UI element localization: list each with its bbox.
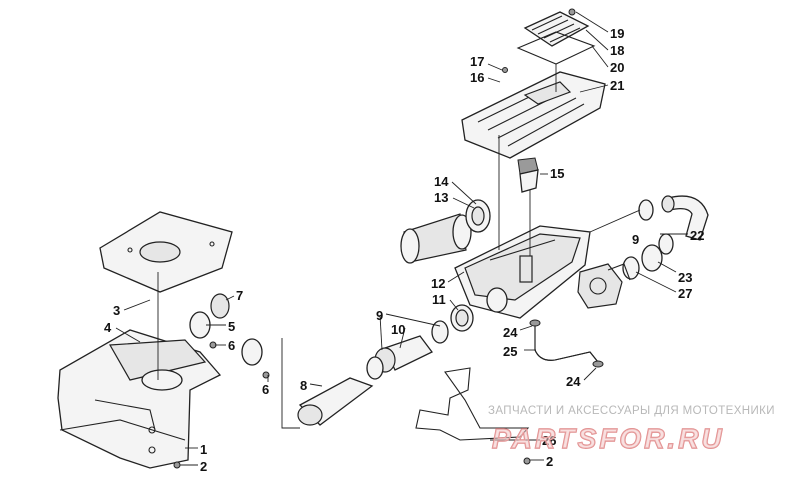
part-26-bracket — [415, 367, 530, 441]
svg-text:PARTSFOR.RU: PARTSFOR.RU — [492, 423, 725, 454]
callout-22: 22 — [690, 228, 704, 243]
part-16-17-fasteners — [502, 67, 508, 73]
part-6-screws — [209, 341, 270, 379]
callout-23: 23 — [678, 270, 692, 285]
part-19-screw — [568, 8, 576, 16]
callout-8: 8 — [300, 378, 307, 393]
callout-19: 19 — [610, 26, 624, 41]
part-27-clamp — [622, 233, 674, 280]
part-9-right-clamp — [638, 199, 654, 221]
callout-25: 25 — [503, 344, 517, 359]
callout-13: 13 — [434, 190, 448, 205]
callout-26: 26 — [542, 433, 556, 448]
callout-18: 18 — [610, 43, 624, 58]
callout-6: 6 — [228, 338, 235, 353]
callout-9: 9 — [376, 308, 383, 323]
part-22-elbow — [661, 195, 709, 241]
callout-16: 16 — [470, 70, 484, 85]
callout-17: 17 — [470, 54, 484, 69]
callout-3: 3 — [113, 303, 120, 318]
callout-labels: 1 2 2 3 4 5 6 6 7 8 9 9 10 11 12 13 14 1… — [104, 26, 704, 474]
callout-5: 5 — [228, 319, 235, 334]
callout-2: 2 — [200, 459, 207, 474]
part-5-clamp — [189, 311, 263, 366]
part-2-bolts — [173, 457, 531, 469]
callout-24: 24 — [503, 325, 518, 340]
callout-10: 10 — [391, 322, 405, 337]
leader-lines — [115, 11, 688, 466]
part-24-clamps — [529, 319, 604, 368]
callout-7: 7 — [236, 288, 243, 303]
part-8-intake-tube — [297, 377, 374, 426]
part-18-grille-cover — [523, 11, 590, 47]
watermark-logo: PARTSFOR.RU PARTSFOR.RU — [491, 422, 725, 454]
part-9-clamps — [366, 320, 449, 380]
callout-11: 11 — [432, 292, 446, 307]
part-15-insert — [517, 157, 539, 193]
part-4-base-box — [57, 272, 222, 469]
part-20-gasket — [516, 31, 596, 65]
throttle-body — [577, 263, 631, 309]
callout-15: 15 — [550, 166, 564, 181]
part-25-hose — [534, 325, 599, 363]
callout-12: 12 — [431, 276, 445, 291]
callout-21: 21 — [610, 78, 624, 93]
part-13-air-filter — [400, 213, 472, 264]
part-3-plate — [99, 211, 233, 293]
part-7-sleeve — [210, 293, 230, 319]
callout-14: 14 — [434, 174, 449, 189]
watermark-text: ЗАПЧАСТИ И АКСЕССУАРЫ ДЛЯ МОТОТЕХНИКИ — [488, 405, 775, 417]
callout-4: 4 — [104, 320, 112, 335]
part-12-air-box — [454, 225, 591, 319]
callout-9: 9 — [632, 232, 639, 247]
callout-24: 24 — [566, 374, 581, 389]
part-23-sleeve — [641, 244, 663, 272]
part-14-filter-ring — [465, 199, 491, 233]
part-21-lid — [461, 71, 606, 159]
callout-6: 6 — [262, 382, 269, 397]
svg-text:PARTSFOR.RU: PARTSFOR.RU — [492, 423, 725, 454]
callout-1: 1 — [200, 442, 207, 457]
callout-27: 27 — [678, 286, 692, 301]
callout-2: 2 — [546, 454, 553, 469]
part-11-adapter — [450, 304, 474, 332]
callout-20: 20 — [610, 60, 624, 75]
